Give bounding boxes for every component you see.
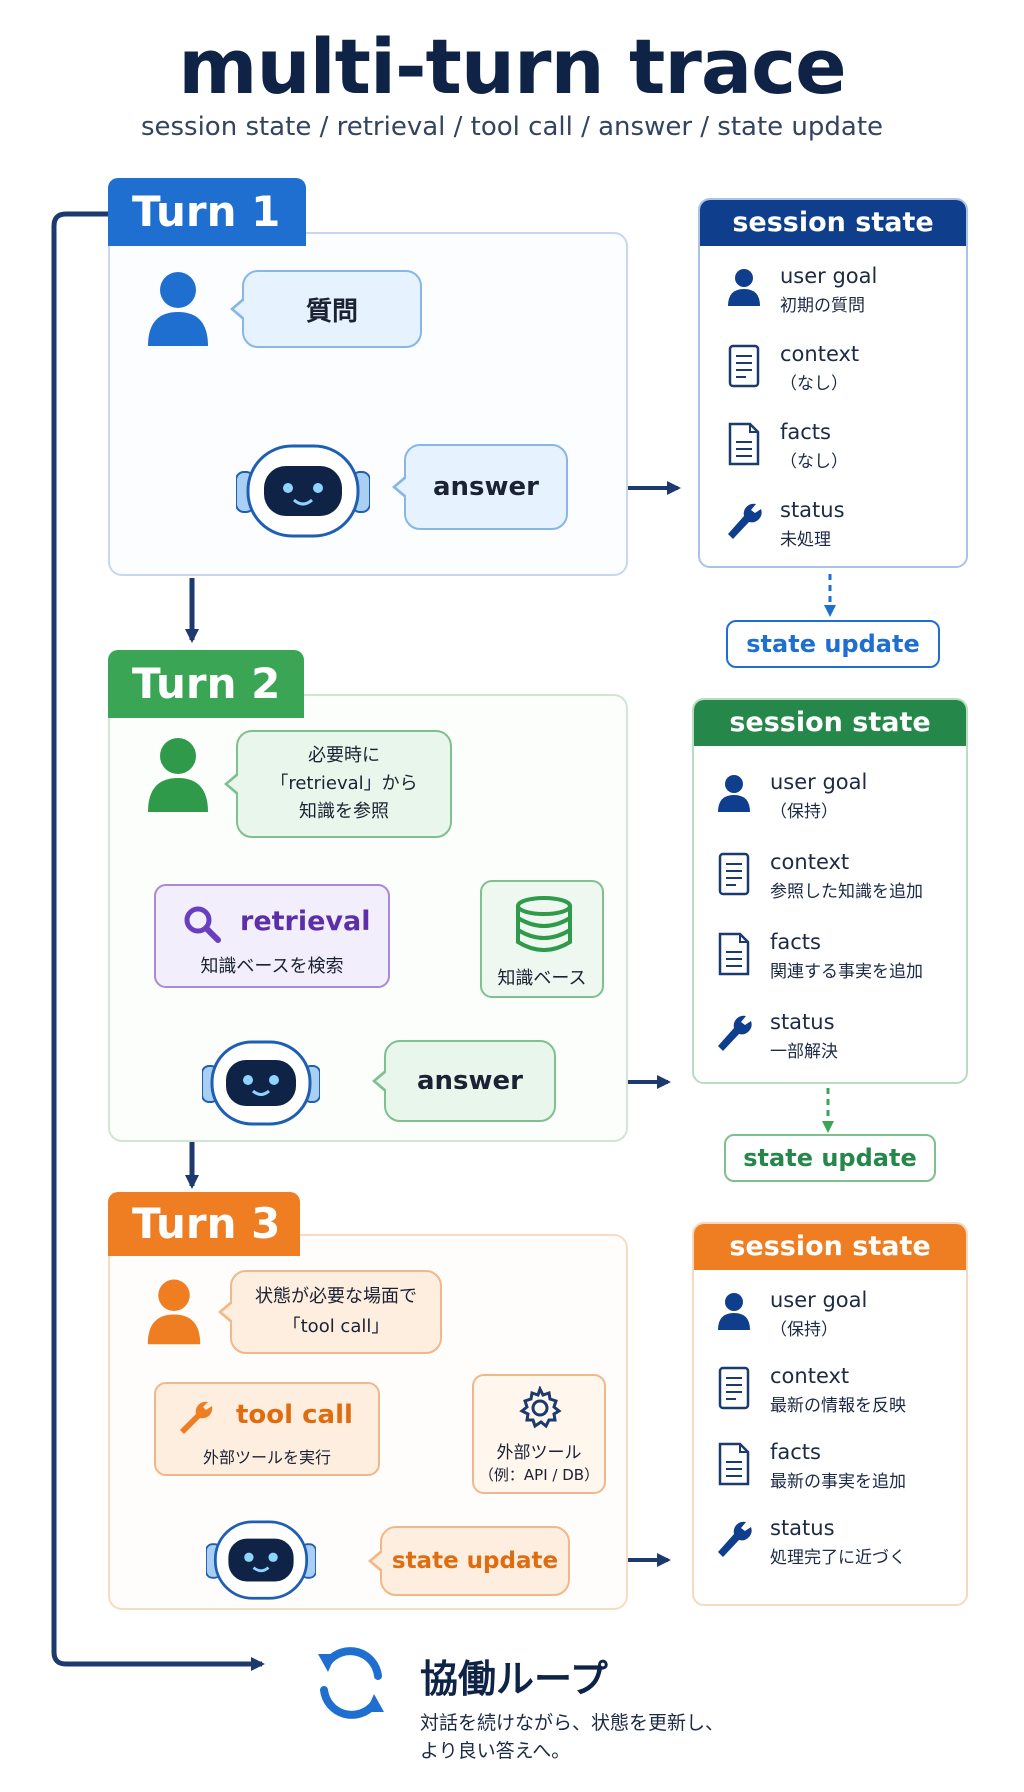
document-icon <box>724 344 764 388</box>
state-value: （なし） <box>780 374 848 394</box>
wrench-icon <box>176 1398 216 1438</box>
state-row-context: context 最新の情報を反映 <box>714 1364 974 1422</box>
state-value: （なし） <box>780 452 848 472</box>
state-value: 処理完了に近づく <box>770 1548 906 1568</box>
state-value: 未処理 <box>780 530 831 550</box>
state-key: status <box>780 498 845 522</box>
state-row-facts: facts （なし） <box>724 420 984 478</box>
turn2-tab: Turn 2 <box>108 650 304 718</box>
state-key: user goal <box>770 1288 868 1312</box>
document-icon <box>714 1366 754 1410</box>
database-icon <box>514 896 574 952</box>
state-row-context: context 参照した知識を追加 <box>714 850 974 908</box>
gear-icon <box>518 1385 562 1430</box>
turn2-answer-bubble: answer <box>372 1040 556 1122</box>
wrench-icon <box>714 1518 754 1562</box>
session-state-title: session state <box>694 1224 966 1270</box>
state-row-facts: facts 関連する事実を追加 <box>714 930 974 988</box>
state-row-status: status 未処理 <box>724 498 984 556</box>
loop-desc-line-2: より良い答えへ。 <box>420 1740 571 1762</box>
page-subtitle: session state / retrieval / tool call / … <box>140 112 884 142</box>
state-update-badge-2: state update <box>724 1134 936 1182</box>
user-icon <box>714 1290 754 1334</box>
state-update-badge-1: state update <box>726 620 940 668</box>
user-icon <box>146 268 210 348</box>
robot-icon <box>235 444 371 540</box>
state-row-facts: facts 最新の事実を追加 <box>714 1440 974 1498</box>
user-icon <box>724 266 764 310</box>
state-row-user-goal: user goal 初期の質問 <box>724 264 984 322</box>
tool-call-box: tool call 外部ツールを実行 <box>154 1382 380 1476</box>
state-value: 関連する事実を追加 <box>770 962 923 982</box>
state-key: context <box>770 1364 850 1388</box>
state-row-user-goal: user goal （保持） <box>714 1288 974 1346</box>
state-key: context <box>770 850 850 874</box>
turn3-bubble-line-1: 状態が必要な場面で <box>255 1286 417 1307</box>
turn3-answer-text: state update <box>391 1548 559 1574</box>
state-value: 参照した知識を追加 <box>770 882 923 902</box>
external-tool-line-2: （例：API / DB） <box>478 1466 600 1484</box>
turn2-bubble-line-3: 知識を参照 <box>299 801 389 822</box>
turn3-tab: Turn 3 <box>108 1192 300 1256</box>
wrench-icon <box>714 1012 754 1056</box>
turn1-question-text: 質問 <box>305 296 358 327</box>
file-icon <box>714 1442 754 1486</box>
knowledge-base-label: 知識ベース <box>497 968 587 989</box>
loop-desc-line-1: 対話を続けながら、状態を更新し、 <box>420 1712 725 1734</box>
robot-icon <box>205 1520 317 1602</box>
state-row-context: context （なし） <box>724 342 984 400</box>
turn1-tab: Turn 1 <box>108 178 306 246</box>
state-value: （保持） <box>770 802 838 822</box>
knowledge-base-box: 知識ベース <box>480 880 604 998</box>
state-key: facts <box>770 1440 821 1464</box>
turn3-bubble-line-2: 「tool call」 <box>282 1316 390 1337</box>
file-icon <box>714 932 754 976</box>
turn2-user-bubble: 必要時に 「retrieval」から 知識を参照 <box>224 730 452 838</box>
external-tool-box: 外部ツール （例：API / DB） <box>472 1374 606 1494</box>
state-key: status <box>770 1516 835 1540</box>
turn2-answer-text: answer <box>416 1066 523 1096</box>
tool-call-desc: 外部ツールを実行 <box>202 1448 331 1467</box>
state-row-status: status 処理完了に近づく <box>714 1516 974 1574</box>
turn2-bubble-line-1: 必要時に <box>308 745 380 766</box>
state-value: 一部解決 <box>770 1042 838 1062</box>
session-state-title: session state <box>700 200 966 246</box>
user-icon <box>714 772 754 816</box>
state-key: status <box>770 1010 835 1034</box>
session-state-title: session state <box>694 700 966 746</box>
state-key: user goal <box>770 770 868 794</box>
turn3-user-bubble: 状態が必要な場面で 「tool call」 <box>218 1270 442 1354</box>
external-tool-line-1: 外部ツール <box>496 1443 582 1463</box>
state-value: 初期の質問 <box>780 296 865 316</box>
session-state-card-3: session state <box>692 1222 968 1606</box>
wrench-icon <box>724 500 764 544</box>
retrieval-desc: 知識ベースを検索 <box>200 956 344 977</box>
state-key: facts <box>780 420 831 444</box>
state-value: 最新の事実を追加 <box>770 1472 906 1492</box>
refresh-loop-icon <box>308 1640 394 1726</box>
state-key: user goal <box>780 264 878 288</box>
turn1-answer-text: answer <box>432 472 539 502</box>
retrieval-box: retrieval 知識ベースを検索 <box>154 884 390 988</box>
turn1-answer-bubble: answer <box>392 444 568 530</box>
state-row-user-goal: user goal （保持） <box>714 770 974 828</box>
tool-call-title: tool call <box>236 1400 353 1430</box>
user-icon <box>146 734 210 814</box>
document-icon <box>714 852 754 896</box>
state-value: 最新の情報を反映 <box>770 1396 906 1416</box>
state-value: （保持） <box>770 1320 838 1340</box>
user-icon <box>146 1276 202 1346</box>
file-icon <box>724 422 764 466</box>
turn2-bubble-line-2: 「retrieval」から <box>270 773 418 794</box>
state-key: context <box>780 342 860 366</box>
page-title: multi-turn trace <box>178 22 846 111</box>
turn1-user-bubble: 質問 <box>230 270 422 348</box>
retrieval-title: retrieval <box>240 906 371 937</box>
robot-icon <box>201 1040 321 1128</box>
loop-title: 協働ループ <box>420 1657 608 1701</box>
search-icon <box>182 904 222 944</box>
state-key: facts <box>770 930 821 954</box>
state-row-status: status 一部解決 <box>714 1010 974 1068</box>
turn3-answer-bubble: state update <box>368 1526 570 1596</box>
